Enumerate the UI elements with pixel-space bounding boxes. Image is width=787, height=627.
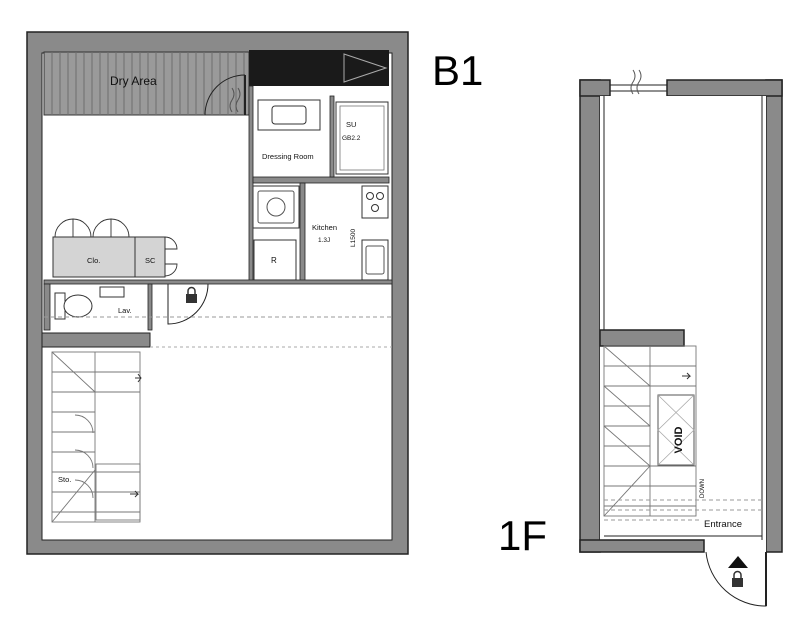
void-label: VOID: [673, 427, 685, 454]
closet: [52, 236, 136, 278]
f1-right-wall: [765, 79, 783, 553]
closet-label: Clo.: [87, 256, 100, 265]
b1-floor-label: B1: [432, 47, 483, 94]
refrigerator-label: R: [271, 256, 277, 265]
dressing-room-label: Dressing Room: [262, 152, 314, 161]
void-zone: [657, 394, 695, 466]
b1-floor-plan: Dry Area SU GB2.2 Dressing Room Kitchen …: [26, 31, 483, 555]
dry-area-zone: [43, 51, 250, 116]
dry-area-label: Dry Area: [110, 74, 157, 88]
lock-icon: [186, 286, 197, 303]
storage-label: Sto.: [58, 475, 71, 484]
entrance-label: Entrance: [704, 519, 742, 530]
f1-stairs: [603, 345, 697, 517]
f1-floor-label: 1F: [498, 512, 547, 559]
lavatory-label: Lav.: [118, 306, 132, 315]
shoe-cabinet-label: SC: [145, 256, 156, 265]
entrance-arrow-icon: [728, 556, 748, 568]
su-label: SU: [346, 120, 356, 129]
shoe-cabinet: [134, 236, 166, 278]
kitchen-label: Kitchen: [312, 223, 337, 232]
refrigerator: [253, 239, 297, 281]
kitchen-counter-label: L1500: [350, 229, 357, 247]
shower-unit: [335, 101, 389, 175]
su-note-label: GB2.2: [342, 135, 361, 142]
kitchen-note-label: 1.3J: [318, 237, 330, 244]
f1-left-wall: [579, 79, 601, 553]
down-label: DOWN: [700, 479, 706, 498]
f1-floor-plan: VOID DOWN Entrance 1F: [498, 69, 783, 607]
b1-dark-zone: [249, 50, 389, 86]
lock-icon: [732, 570, 743, 587]
